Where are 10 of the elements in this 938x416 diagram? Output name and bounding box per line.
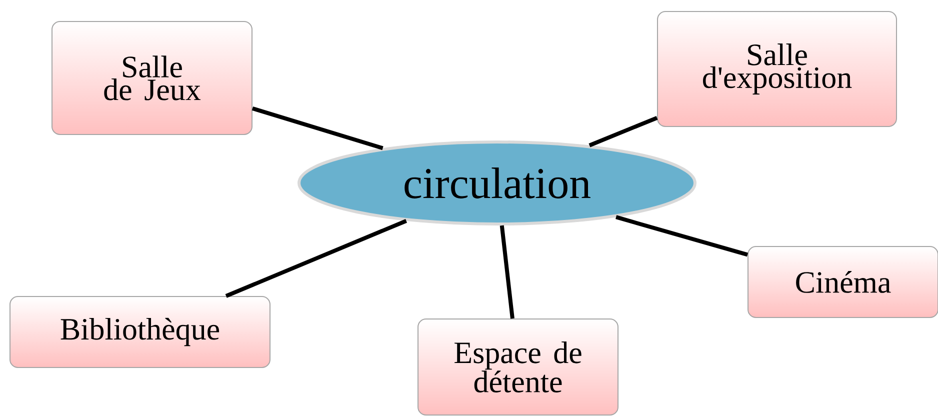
room-box: Salle de Jeux [52,21,252,135]
connector-line [225,219,408,298]
connector-line [616,215,748,257]
room-box: Salle d'exposition [657,11,897,127]
room-box: Cinéma [748,246,938,318]
connector-line [500,225,514,319]
room-box: Bibliothèque [10,296,270,368]
room-box: Espace de détente [418,318,618,416]
connector-line [252,106,384,150]
connector-line [588,116,658,148]
